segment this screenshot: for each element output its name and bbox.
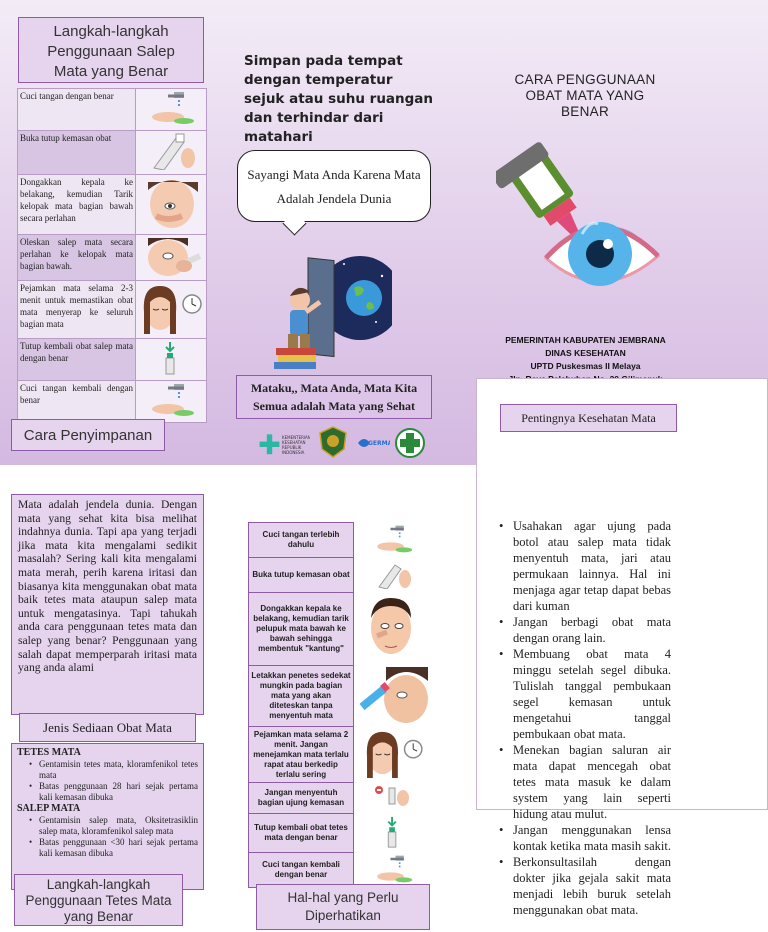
tube-close-icon [135, 338, 207, 381]
svg-text:KESEHATAN: KESEHATAN [282, 440, 306, 445]
table-row: Dongakkan kepala ke belakang, kemudian t… [248, 592, 433, 666]
eye-drop-steps-table: Cuci tangan terlebih dahulu Buka tutup k… [248, 522, 433, 888]
list-item: Gentamisin salep mata, Oksitetrasiklin s… [17, 815, 198, 837]
list-item: Batas penggunaan 28 hari sejak pertama k… [17, 781, 198, 803]
types-label: Jenis Sediaan Obat Mata [19, 713, 196, 742]
step-text: Pejamkan mata selama 2 menit. Jangan men… [248, 726, 354, 783]
table-row: Cuci tangan terlebih dahulu [248, 522, 433, 558]
hand-wash-icon [353, 522, 433, 558]
storage-instructions: Simpan pada tempat dengan temperatur sej… [244, 53, 434, 145]
kemenkes-logo-icon: KEMENTERIAN KESEHATAN REPUBLIK INDONESIA [259, 434, 310, 455]
face-tilt-icon [135, 174, 207, 235]
hand-wash-icon [135, 380, 207, 423]
step-text: Cuci tangan kembali dengan benar [248, 852, 354, 888]
svg-text:REPUBLIK: REPUBLIK [282, 445, 302, 450]
bottle-close-icon [353, 813, 433, 853]
table-row: Buka tutup kemasan obat [17, 130, 207, 175]
step-text: Cuci tangan dengan benar [17, 88, 136, 131]
table-row: Tutup kembali obat salep mata dengan ben… [17, 338, 207, 381]
intro-paragraph: Mata adalah jendela dunia. Dengan mata y… [11, 494, 204, 715]
slogan-box: Mataku,, Mata Anda, Mata Kita Semua adal… [236, 375, 432, 419]
eye-drop-illustration [496, 142, 661, 286]
step-text: Tutup kembali obat tetes mata dengan ben… [248, 813, 354, 853]
list-item: Usahakan agar ujung pada botol atau sale… [495, 518, 671, 614]
step-text: Pejamkan mata selama 2-3 menit untuk mem… [17, 280, 136, 339]
step-text: Dongakkan kepala ke belakang, kemudian t… [248, 592, 354, 666]
svg-text:KEMENTERIAN: KEMENTERIAN [282, 435, 310, 440]
table-row: Tutup kembali obat tetes mata dengan ben… [248, 813, 433, 853]
step-text: Jangan menyentuh bagian ujung kemasan [248, 782, 354, 814]
step-text: Letakkan penetes sedekat mungkin pada ba… [248, 665, 354, 727]
eye-drop-apply-icon [353, 665, 433, 727]
eye-health-heading: Pentingnya Kesehatan Mata [500, 404, 677, 432]
ointment-steps-table: Cuci tangan dengan benar Buka tutup kema… [17, 88, 207, 423]
step-text: Tutup kembali obat salep mata dengan ben… [17, 338, 136, 381]
list-item: Membuang obat mata 4 minggu setelah sege… [495, 646, 671, 742]
man-pull-eyelid-icon [353, 592, 433, 666]
list-item: Gentamisin tetes mata, kloramfenikol tet… [17, 759, 198, 781]
list-item: Jangan menggunakan lensa kontak ketika m… [495, 822, 671, 854]
ointment-list: Gentamisin salep mata, Oksitetrasiklin s… [17, 815, 198, 859]
list-item: Batas penggunaan <30 hari sejak pertama … [17, 837, 198, 859]
drops-heading: TETES MATA [17, 747, 81, 758]
speech-bubble: Sayangi Mata Anda Karena Mata Adalah Jen… [237, 150, 431, 222]
germas-logo-icon: GERMAS [358, 439, 390, 447]
gov-line: UPTD Puskesmas II Melaya [530, 361, 641, 371]
health-cross-icon [395, 428, 425, 458]
eye-health-list: Usahakan agar ujung pada botol atau sale… [495, 518, 671, 918]
ointment-steps-title: Langkah-langkah Penggunaan Salep Mata ya… [18, 17, 204, 83]
no-touch-icon [353, 782, 433, 814]
storage-label: Cara Penyimpanan [11, 419, 165, 451]
table-row: Oleskan salep mata secara perlahan ke ke… [17, 234, 207, 281]
brochure-title: CARA PENGGUNAAN OBAT MATA YANG BENAR [514, 72, 656, 119]
step-text: Oleskan salep mata secara perlahan ke ke… [17, 234, 136, 281]
list-item: Menekan bagian saluran air mata dapat me… [495, 742, 671, 822]
table-row: Dongakkan kepala ke belakang, kemudian T… [17, 174, 207, 235]
table-row: Pejamkan mata selama 2 menit. Jangan men… [248, 726, 433, 783]
slogan-text: Mataku,, Mata Anda, Mata Kita Semua adal… [250, 381, 418, 413]
gov-line: PEMERINTAH KABUPATEN JEMBRANA [505, 335, 666, 345]
table-row: Buka tutup kemasan obat [248, 557, 433, 593]
regency-emblem-icon [319, 426, 347, 458]
step-text: Cuci tangan kembali dengan benar [17, 380, 136, 423]
step-text: Dongakkan kepala ke belakang, kemudian T… [17, 174, 136, 235]
logo-row: KEMENTERIAN KESEHATAN REPUBLIK INDONESIA… [256, 425, 426, 461]
eye-drop-steps-title: Langkah-langkah Penggunaan Tetes Mata ya… [14, 874, 183, 926]
table-row: Pejamkan mata selama 2-3 menit untuk mem… [17, 280, 207, 339]
table-row: Cuci tangan kembali dengan benar [17, 380, 207, 423]
svg-text:GERMAS: GERMAS [368, 440, 390, 447]
step-text: Buka tutup kemasan obat [248, 557, 354, 593]
hand-wash-icon [353, 852, 433, 888]
hand-wash-icon [135, 88, 207, 131]
step-text: Buka tutup kemasan obat [17, 130, 136, 175]
gov-line: DINAS KESEHATAN [545, 348, 626, 358]
drops-list: Gentamisin tetes mata, kloramfenikol tet… [17, 759, 198, 803]
tube-open-icon [135, 130, 207, 175]
apply-ointment-icon [135, 234, 207, 281]
bubble-text: Sayangi Mata Anda Karena Mata Adalah Jen… [247, 167, 421, 206]
table-row: Cuci tangan dengan benar [17, 88, 207, 131]
bottle-open-icon [353, 557, 433, 593]
list-item: Jangan berbagi obat mata dengan orang la… [495, 614, 671, 646]
table-row: Letakkan penetes sedekat mungkin pada ba… [248, 665, 433, 727]
notes-label: Hal-hal yang Perlu Diperhatikan [256, 884, 430, 930]
step-text: Cuci tangan terlebih dahulu [248, 522, 354, 558]
closed-eyes-clock-icon [135, 280, 207, 339]
closed-eyes-clock-icon [353, 726, 433, 783]
table-row: Cuci tangan kembali dengan benar [248, 852, 433, 888]
svg-text:INDONESIA: INDONESIA [282, 450, 305, 455]
list-item: Berkonsultasilah dengan dokter jika geja… [495, 854, 671, 918]
table-row: Jangan menyentuh bagian ujung kemasan [248, 782, 433, 814]
medicine-types: TETES MATA Gentamisin tetes mata, kloram… [11, 743, 204, 890]
ointment-heading: SALEP MATA [17, 803, 81, 814]
child-window-illustration [274, 256, 392, 369]
